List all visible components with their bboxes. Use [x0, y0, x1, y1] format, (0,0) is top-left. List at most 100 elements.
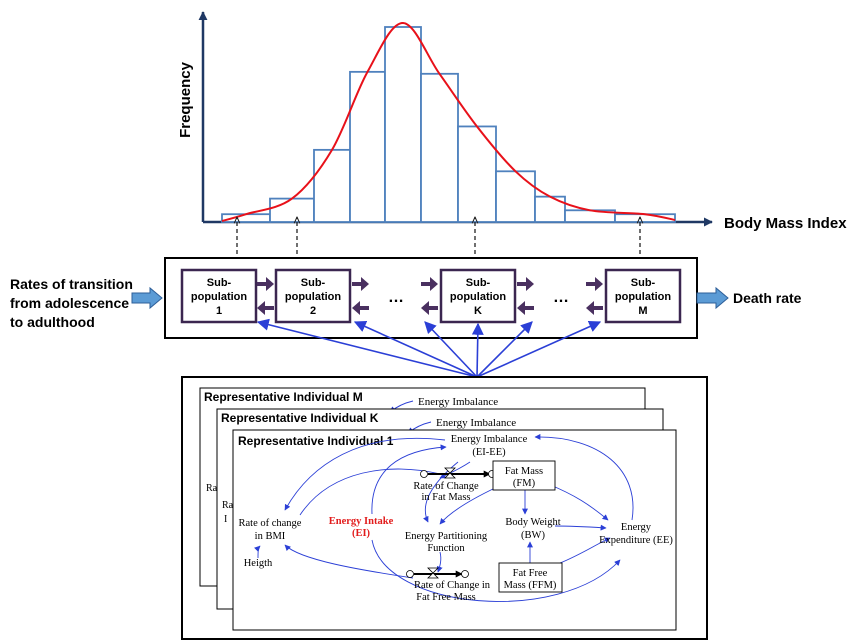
link-imbalance-to-bmi — [284, 437, 446, 511]
link-ei-to-imbalance — [371, 444, 447, 515]
subpopulation-2-line-2: population — [285, 291, 341, 303]
histogram-bar-5 — [384, 26, 422, 223]
subpopulation-box-m: Sub- population M — [604, 268, 682, 324]
arrow-2-to-1 — [257, 301, 274, 315]
link-ffm-rate-to-bmi — [284, 544, 414, 579]
card-1-feedback-links — [254, 433, 634, 602]
link-ee-to-imbalance — [534, 433, 634, 521]
subpopulation-1-line-1: Sub- — [207, 277, 232, 289]
subpopulation-k-line-3: K — [474, 305, 482, 317]
fm-source-cloud — [420, 470, 428, 478]
x-axis-label: Body Mass Index — [724, 215, 847, 232]
ellipsis-left: … — [388, 289, 404, 306]
link-ffm-to-ee — [559, 537, 611, 564]
inflow-arrow — [131, 286, 163, 310]
energy-imbalance-line-1: Energy Imbalance — [451, 434, 528, 445]
card-1-title: Representative Individual 1 — [238, 434, 394, 448]
subpopulation-k-frame — [439, 268, 517, 324]
card-k-clipped-line-2: I — [224, 514, 227, 525]
arrow-m-to-prev — [586, 301, 603, 315]
ffm-valve-icon — [427, 567, 439, 579]
subpopulation-box-1: Sub- population 1 — [180, 268, 258, 324]
card-k-clipped-line-1: Ra — [222, 500, 234, 511]
energy-intake-line-2: (EI) — [352, 528, 371, 539]
rate-change-bmi-line-1: Rate of change — [239, 518, 302, 529]
energy-intake-line-1: Energy Intake — [329, 516, 394, 527]
card-m-title: Representative Individual M — [204, 390, 363, 404]
subpopulation-m-line-2: population — [615, 291, 671, 303]
energy-imbalance-line-2: (EI-EE) — [472, 447, 506, 458]
arrow-k-to-next — [517, 277, 534, 291]
fat-mass-flow — [420, 467, 496, 479]
histogram-bar-2 — [269, 197, 315, 223]
card-k-energy-imbalance: Energy Imbalance — [436, 417, 516, 429]
fat-free-mass-line-2: Mass (FFM) — [504, 580, 557, 591]
subpopulation-m-line-1: Sub- — [631, 277, 656, 289]
rate-change-fm-line-2: in Fat Mass — [421, 492, 470, 503]
inflow-label-line-2: from adolescence — [10, 295, 129, 311]
individual-links — [256, 318, 602, 378]
ellipsis-right: … — [553, 289, 569, 306]
link-to-subpop-1 — [256, 318, 478, 378]
link-ei-loop-bottom — [371, 539, 621, 602]
individuals-panel: Representative Individual M Energy Imbal… — [181, 376, 708, 640]
histogram-bar-9 — [534, 195, 566, 223]
subpopulation-k-line-1: Sub- — [466, 277, 491, 289]
inflow-label: Rates of transition from adolescence to … — [10, 276, 133, 330]
fat-mass-line-1: Fat Mass — [505, 466, 543, 477]
subpopulation-2-line-3: 2 — [310, 305, 316, 317]
outflow-label: Death rate — [733, 290, 802, 306]
outflow-arrow — [696, 286, 729, 310]
arrow-prev-to-k — [421, 277, 438, 291]
fat-free-mass-flow — [406, 567, 469, 579]
subpopulation-1-line-3: 1 — [216, 305, 222, 317]
subpopulation-m-frame — [604, 268, 682, 324]
subpopulation-box-2: Sub- population 2 — [274, 268, 352, 324]
link-to-gap-1 — [424, 321, 478, 378]
histogram-chart: Frequency Body Mass Index — [177, 11, 847, 232]
fat-mass-box — [492, 460, 556, 491]
link-bw-to-ee — [554, 524, 607, 531]
histogram-bar-8 — [495, 170, 536, 223]
histogram-bar-7 — [457, 125, 497, 223]
arrow-next-to-2 — [352, 301, 369, 315]
subpopulation-1-line-2: population — [191, 291, 247, 303]
fat-free-mass-line-1: Fat Free — [513, 568, 548, 579]
inflow-label-line-1: Rates of transition — [10, 276, 133, 292]
body-weight-line-1: Body Weight — [505, 517, 560, 528]
energy-expenditure-line-1: Energy — [621, 522, 652, 533]
histogram-bars — [221, 26, 676, 223]
card-k-title: Representative Individual K — [221, 411, 379, 425]
body-weight-line-2: (BW) — [521, 530, 545, 541]
link-to-subpop-k — [471, 322, 484, 378]
link-to-subpop-m — [476, 320, 602, 378]
link-partition-to-ffm-rate — [436, 551, 443, 573]
histogram-bar-4 — [349, 70, 386, 223]
arrow-1-to-2 — [257, 277, 274, 291]
card-1-frame — [232, 429, 677, 631]
link-heigth-to-bmi — [254, 545, 261, 559]
heigth-label: Heigth — [244, 558, 273, 569]
partitioning-line-1: Energy Partitioning — [405, 531, 488, 542]
fm-valve-icon — [444, 467, 456, 479]
energy-expenditure-line-2: Expenditure (EE) — [599, 535, 673, 546]
y-axis-label: Frequency — [177, 61, 194, 138]
subpopulation-k-line-2: population — [450, 291, 506, 303]
link-to-subpop-2 — [353, 320, 478, 378]
subpopulation-m-line-3: M — [638, 305, 647, 317]
subpopulation-2-line-1: Sub- — [301, 277, 326, 289]
arrow-next-to-k — [517, 301, 534, 315]
rate-change-bmi-line-2: in BMI — [255, 531, 286, 542]
link-fm-to-partition — [439, 487, 496, 525]
arrow-k-to-prev — [421, 301, 438, 315]
rate-change-ffm-line-1: Rate of Change in — [414, 580, 491, 591]
subpopulation-2-frame — [274, 268, 352, 324]
arrow-2-to-next — [352, 277, 369, 291]
fat-free-mass-box — [498, 562, 563, 593]
arrow-prev-to-m — [586, 277, 603, 291]
histogram-bar-6 — [420, 72, 459, 223]
inflow-label-line-3: to adulthood — [10, 314, 95, 330]
link-to-gap-2 — [476, 321, 533, 378]
card-m-energy-imbalance: Energy Imbalance — [418, 396, 498, 408]
